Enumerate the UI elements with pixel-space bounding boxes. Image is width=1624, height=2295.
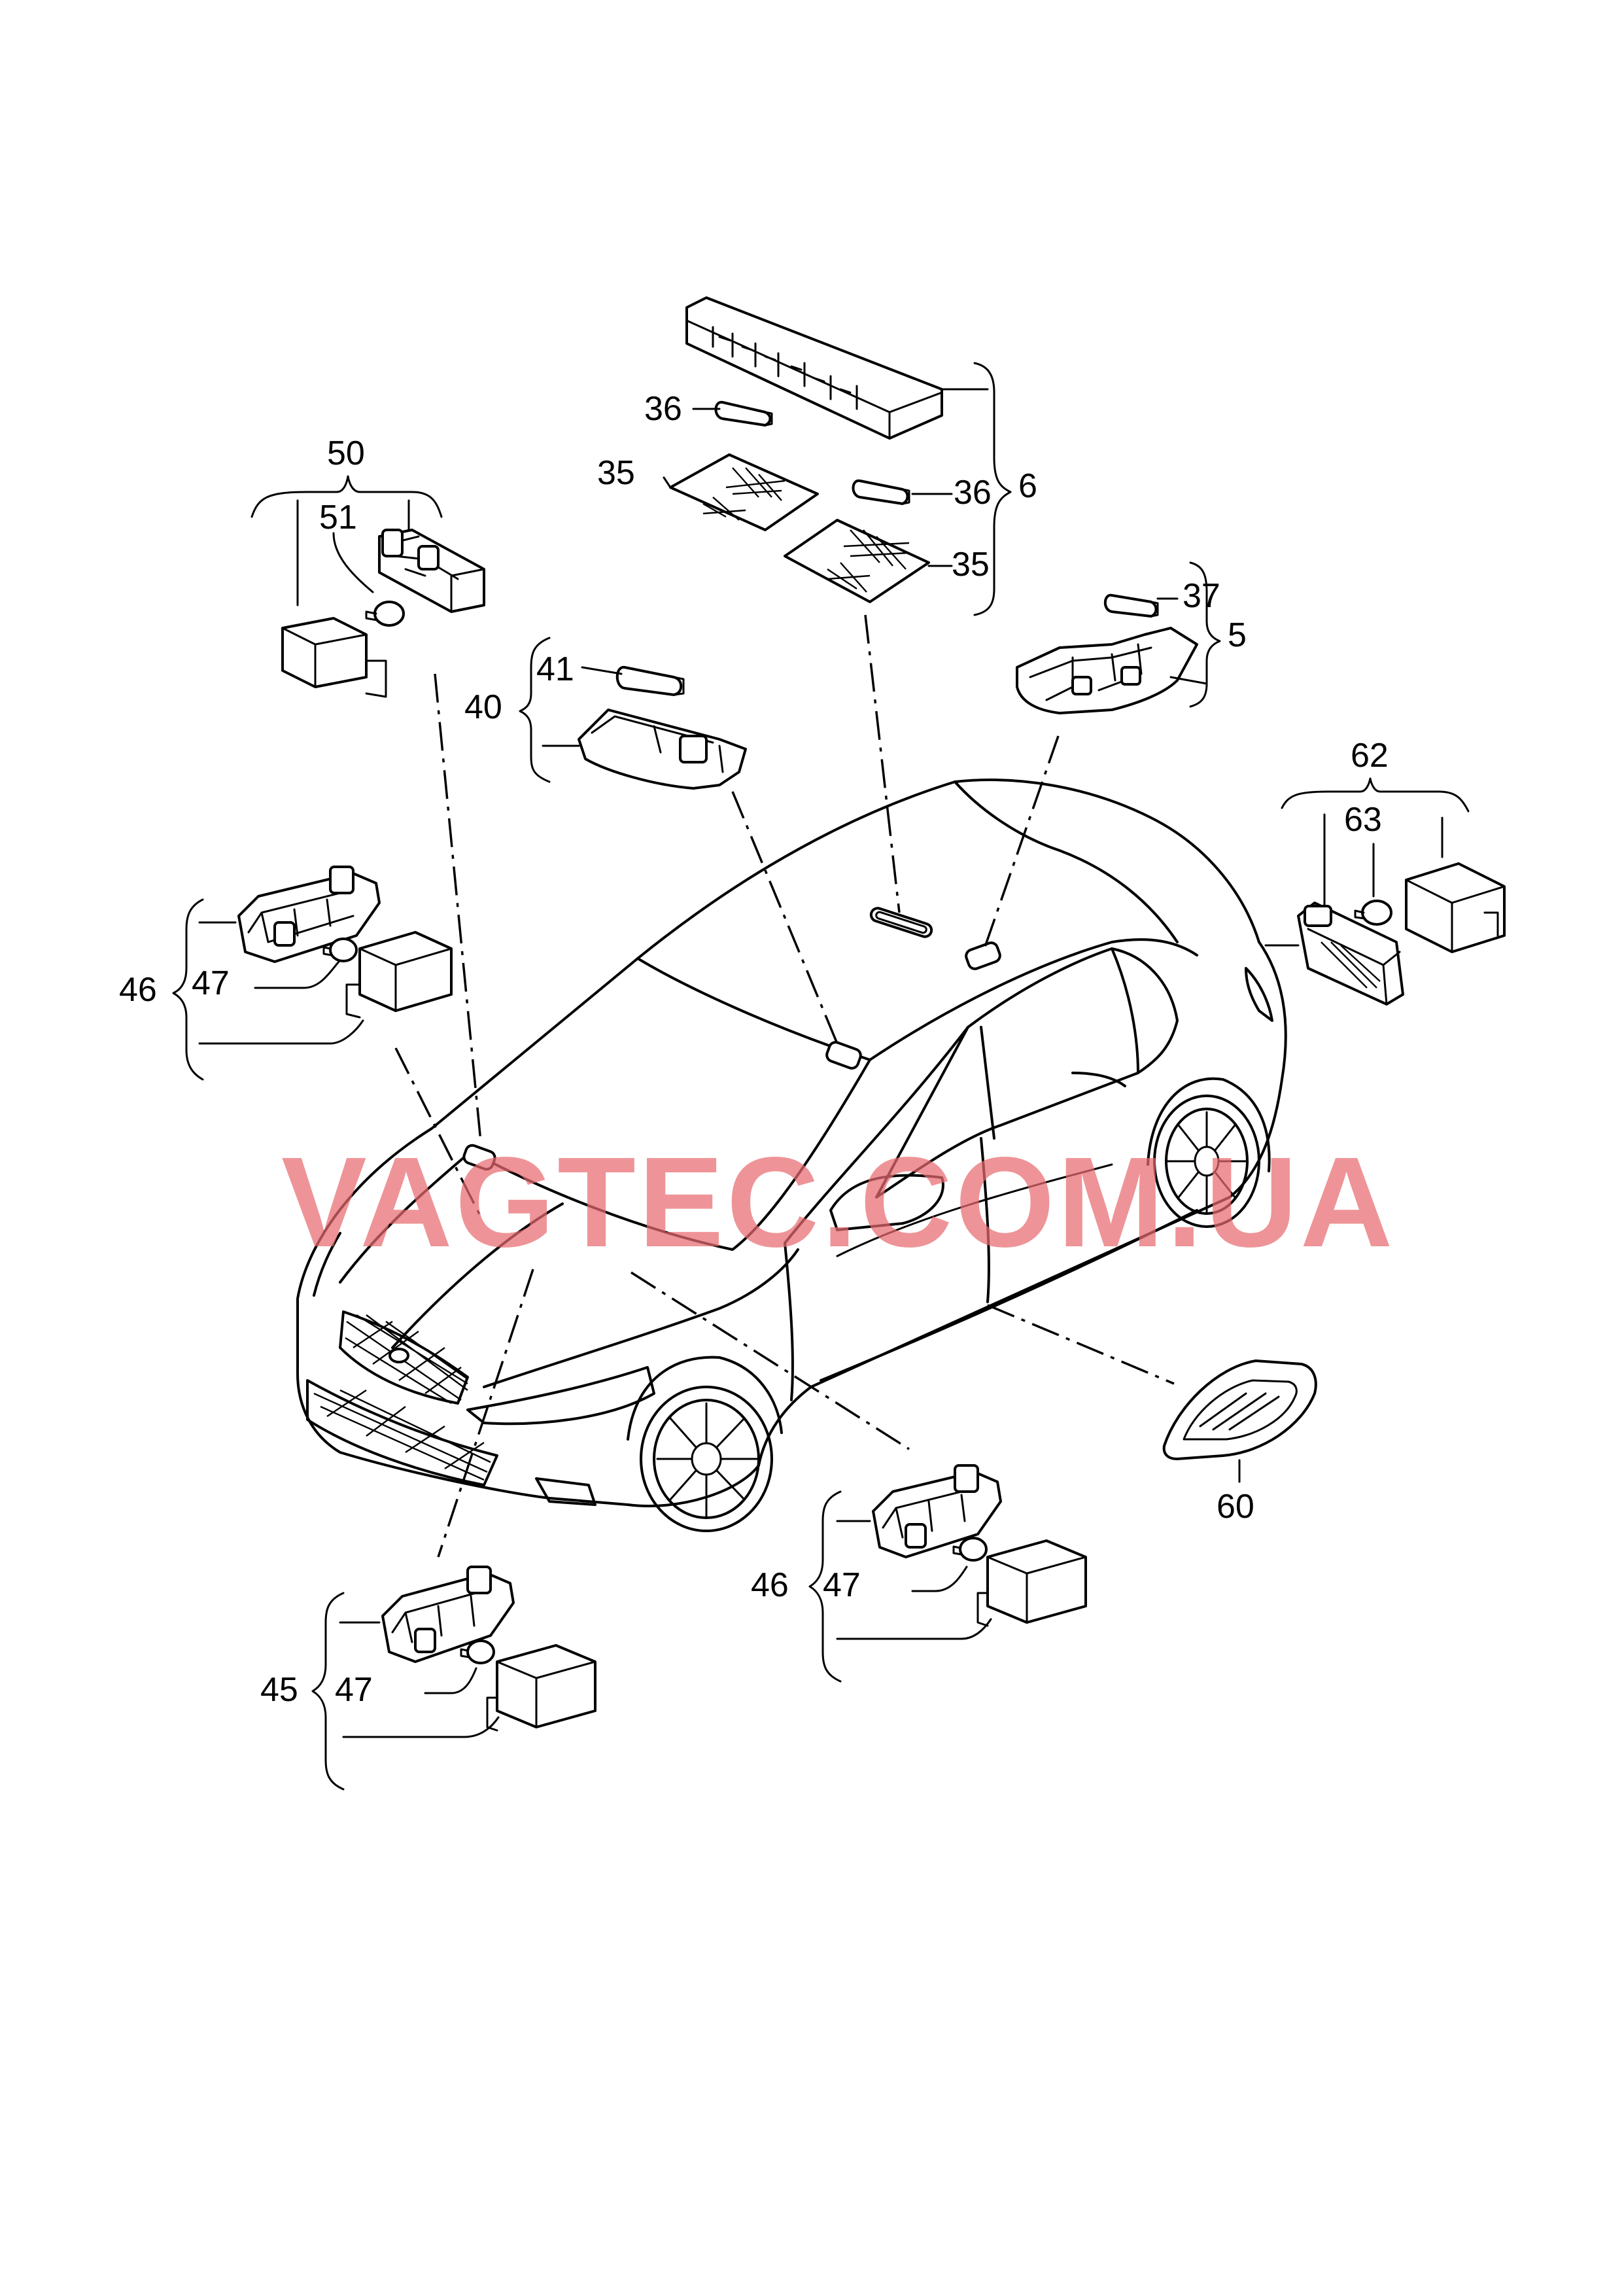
car-illustration	[296, 779, 1287, 1532]
label-51: 51	[319, 499, 357, 536]
part-group-50	[251, 475, 485, 698]
callout-labels: 50 51 36 35 36 6 35 37 5 41 40 62 63 46 …	[119, 390, 1389, 1709]
part-group-6	[663, 296, 1012, 616]
label-46-left: 46	[119, 971, 157, 1009]
label-5: 5	[1228, 616, 1247, 654]
label-47-bottom: 47	[335, 1671, 373, 1709]
part-group-45	[311, 1566, 596, 1791]
label-60: 60	[1217, 1488, 1254, 1526]
part-group-46-right	[808, 1464, 1087, 1683]
label-62: 62	[1351, 737, 1389, 775]
label-40: 40	[464, 688, 502, 726]
part-group-62	[1281, 777, 1506, 1006]
part-60	[1162, 1359, 1317, 1483]
label-50: 50	[327, 434, 365, 472]
label-41: 41	[536, 650, 574, 688]
label-6: 6	[1018, 467, 1037, 505]
label-37: 37	[1183, 577, 1220, 615]
label-47-left: 47	[192, 964, 230, 1002]
label-47-right: 47	[823, 1566, 861, 1604]
label-36-left: 36	[644, 390, 682, 428]
leader-lines	[394, 614, 1300, 1558]
watermark: VAGTEC.COM.UA	[281, 1130, 1395, 1274]
part-group-40	[519, 637, 747, 790]
label-36-right: 36	[954, 474, 992, 512]
part-group-5	[1016, 561, 1221, 714]
part-group-46-left	[172, 866, 453, 1081]
label-35-right: 35	[952, 546, 990, 584]
roof-markers	[462, 907, 1001, 1171]
label-46-right: 46	[751, 1566, 789, 1604]
label-35-left: 35	[597, 454, 635, 492]
label-45: 45	[260, 1671, 298, 1709]
label-63: 63	[1344, 801, 1382, 839]
